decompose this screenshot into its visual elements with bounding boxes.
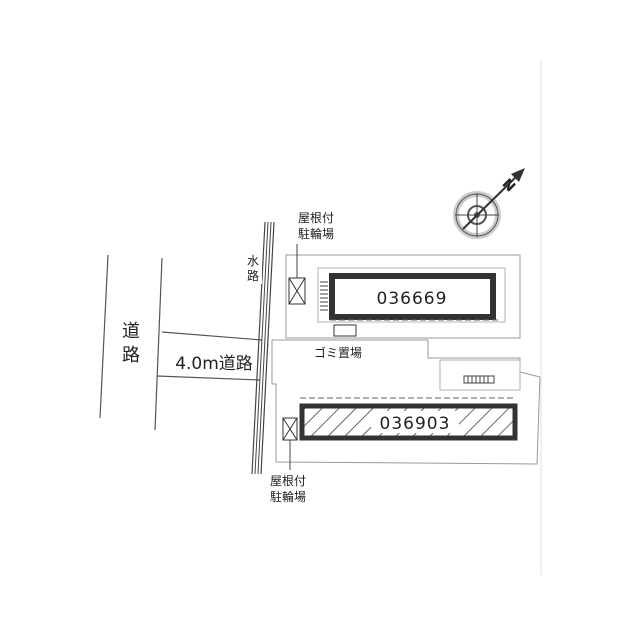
side-road bbox=[156, 331, 263, 381]
lower-lot-boundary bbox=[271, 339, 541, 465]
waterway-line-outer-left bbox=[251, 221, 266, 475]
waterway-label-char-1: 水 bbox=[247, 254, 259, 268]
main-road-left-edge bbox=[99, 254, 109, 419]
bike-parking-top-label-line2: 駐輪場 bbox=[298, 226, 334, 241]
compass-north-arrow-shaft bbox=[462, 174, 519, 230]
garbage-area-box bbox=[333, 324, 357, 337]
main-road-label-char-2: 路 bbox=[122, 345, 140, 366]
bike-parking-top-cross-2 bbox=[288, 277, 306, 305]
garbage-area-label: ゴミ置場 bbox=[314, 345, 362, 360]
upper-building-outline bbox=[317, 267, 506, 323]
waterway bbox=[251, 221, 275, 475]
building-036903 bbox=[299, 403, 518, 441]
building-036669-label: 036669 bbox=[377, 289, 448, 309]
waterway-line-inner-left bbox=[254, 221, 269, 475]
waterway-line-inner-right bbox=[257, 221, 272, 475]
building-036903-label-bg bbox=[371, 411, 459, 433]
building-036669-stairs bbox=[320, 281, 328, 311]
north-arrow-icon bbox=[511, 168, 525, 182]
building-036669 bbox=[320, 273, 500, 321]
side-road-label: 4.0m道路 bbox=[175, 354, 253, 374]
side-road-top-edge bbox=[161, 331, 263, 341]
bike-parking-bottom-label-line1: 屋根付 bbox=[270, 474, 306, 488]
main-road-label-char-1: 道 bbox=[122, 321, 140, 342]
bike-parking-bottom-label-line2: 駐輪場 bbox=[270, 489, 306, 504]
lower-building-outline bbox=[439, 359, 521, 391]
compass-rose bbox=[453, 168, 525, 239]
bike-parking-top bbox=[288, 244, 306, 305]
bike-parking-top-label-line1: 屋根付 bbox=[298, 211, 334, 225]
building-036669-outline bbox=[329, 273, 496, 320]
building-036903-label: 036903 bbox=[380, 414, 451, 434]
main-road-right-edge bbox=[154, 257, 163, 431]
bike-parking-bottom-cross-2 bbox=[282, 417, 298, 441]
building-036903-stairs bbox=[463, 375, 495, 384]
waterway-line-outer-right bbox=[260, 221, 275, 475]
bike-parking-bottom bbox=[282, 417, 298, 470]
waterway-label-char-2: 路 bbox=[247, 268, 259, 283]
main-road bbox=[99, 254, 163, 431]
side-road-bottom-edge bbox=[156, 375, 261, 381]
waterway-label-bg bbox=[244, 248, 262, 284]
